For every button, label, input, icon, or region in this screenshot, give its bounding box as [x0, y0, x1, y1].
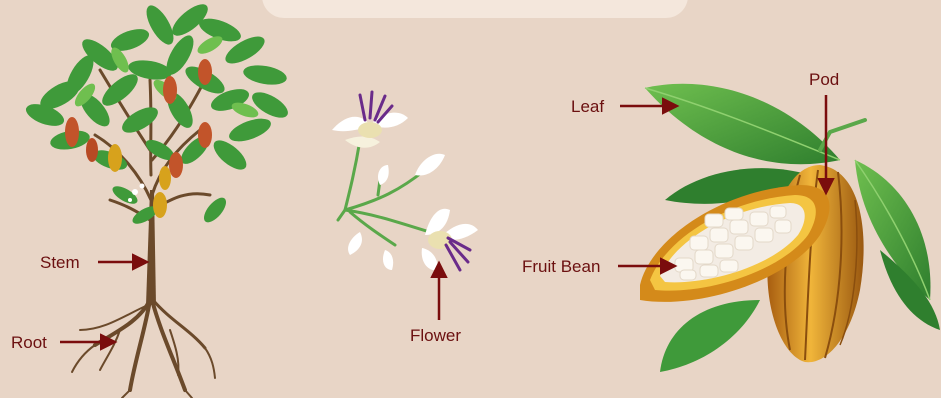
flower-bottom-bloom: [422, 209, 478, 271]
pod-label: Pod: [809, 71, 839, 88]
flower-top-bloom: [332, 92, 408, 148]
fruit-bean-label: Fruit Bean: [522, 258, 600, 275]
leaf-label: Leaf: [571, 98, 604, 115]
tree-roots: [72, 300, 215, 398]
stem-label: Stem: [40, 254, 80, 271]
cacao-flower-illustration: [332, 92, 478, 270]
flower-stems: [338, 140, 440, 245]
root-label: Root: [11, 334, 47, 351]
cacao-pod-illustration: [640, 84, 940, 372]
flower-label: Flower: [410, 327, 461, 344]
cacao-tree-illustration: [23, 0, 292, 398]
